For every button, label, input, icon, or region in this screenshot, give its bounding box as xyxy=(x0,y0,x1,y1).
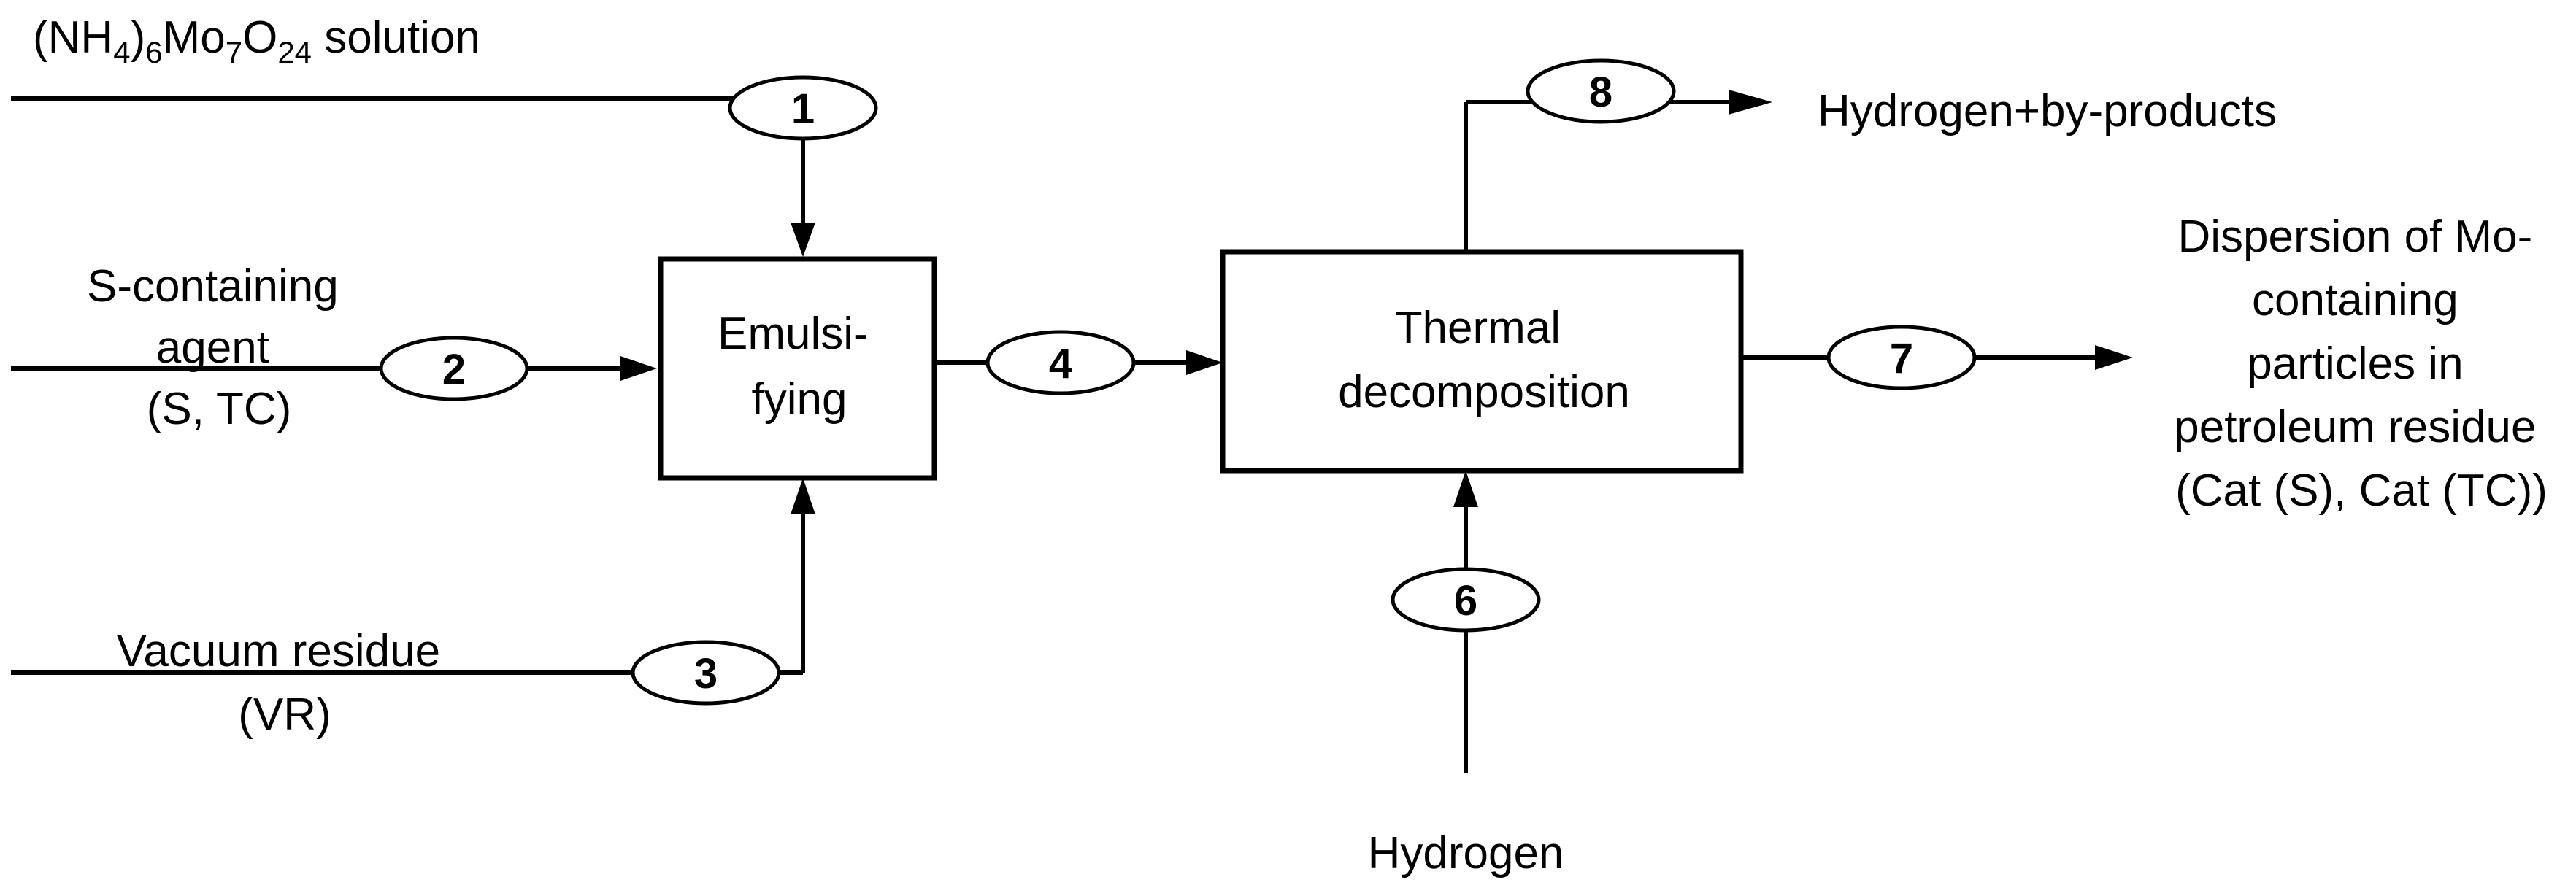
sulfur-agent-line-3: (S, TC) xyxy=(147,384,292,434)
dispersion-line-4: petroleum residue xyxy=(2174,402,2536,452)
dispersion-line-2: containing xyxy=(2252,275,2458,325)
thermal-label-line-2: decomposition xyxy=(1338,367,1630,417)
stream-7-arrowhead xyxy=(2095,345,2133,370)
vacuum-residue-line-2: (VR) xyxy=(238,689,331,740)
stream-3-number: 3 xyxy=(694,650,718,697)
stream-2-number: 2 xyxy=(442,346,466,393)
thermal-label-line-1: Thermal xyxy=(1395,303,1561,353)
stream-8-arrowhead xyxy=(1729,90,1772,115)
emulsifying-label: Emulsi- fying xyxy=(718,309,881,425)
stream-7-number: 7 xyxy=(1890,335,1913,382)
thermal-decomposition-label: Thermal decomposition xyxy=(1338,303,1630,417)
stream-6-number: 6 xyxy=(1454,577,1477,625)
dispersion-output-label: Dispersion of Mo- containing particles i… xyxy=(2174,212,2549,516)
sulfur-agent-label: S-containing agent (S, TC) xyxy=(87,261,351,434)
dispersion-line-5: (Cat (S), Cat (TC)) xyxy=(2175,465,2548,516)
molybdate-solution-label: (NH4)6Mo7O24 solution xyxy=(33,12,480,69)
stream-4-number: 4 xyxy=(1049,340,1072,387)
stream-4-marker: 4 xyxy=(985,330,1136,395)
stream-6-marker: 6 xyxy=(1391,567,1541,633)
stream-2-marker: 2 xyxy=(379,336,529,401)
vacuum-residue-label: Vacuum residue (VR) xyxy=(117,626,453,740)
stream-3-marker: 3 xyxy=(631,640,781,706)
vacuum-residue-line-1: Vacuum residue xyxy=(117,626,440,676)
stream-1-arrowhead xyxy=(791,223,815,257)
stream-8-marker: 8 xyxy=(1526,58,1676,124)
hydrogen-byproducts-label: Hydrogen+by-products xyxy=(1818,86,2277,136)
emulsifying-label-line-2: fying xyxy=(752,374,847,425)
sulfur-agent-line-2: agent xyxy=(156,322,269,373)
dispersion-line-1: Dispersion of Mo- xyxy=(2177,212,2532,262)
stream-4-arrowhead xyxy=(1186,350,1223,375)
dispersion-line-3: particles in xyxy=(2247,339,2463,389)
sulfur-agent-line-1: S-containing xyxy=(87,261,339,312)
stream-1-marker: 1 xyxy=(728,75,878,141)
hydrogen-input-label: Hydrogen xyxy=(1368,828,1564,878)
stream-7-marker: 7 xyxy=(1826,325,1977,390)
emulsifying-box xyxy=(658,256,937,481)
stream-6-arrowhead xyxy=(1453,471,1478,507)
stream-8-number: 8 xyxy=(1589,69,1612,116)
stream-1-number: 1 xyxy=(791,85,815,133)
emulsifying-label-line-1: Emulsi- xyxy=(718,309,869,359)
thermal-decomposition-box xyxy=(1220,249,1744,474)
stream-3-arrowhead xyxy=(791,478,815,514)
stream-2-arrowhead xyxy=(620,356,657,381)
